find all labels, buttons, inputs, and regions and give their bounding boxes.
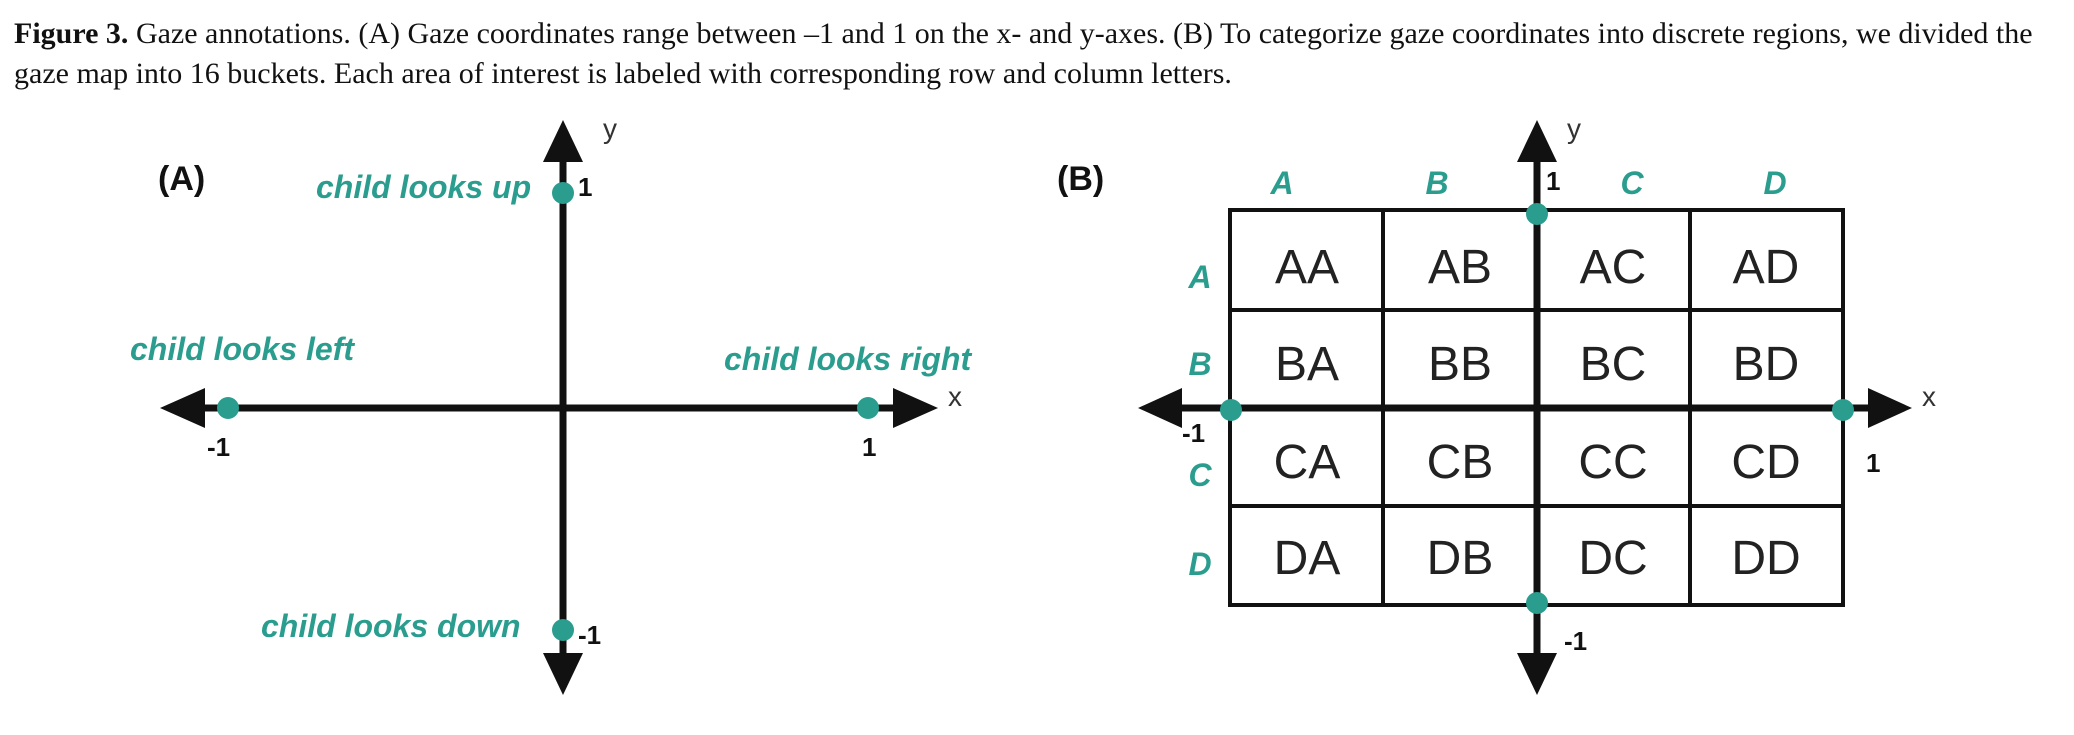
- row-letter-d: D: [1188, 546, 1211, 582]
- column-letter-c: C: [1620, 165, 1644, 201]
- panel-b-x-name: x: [1922, 381, 1936, 412]
- panel-a-point-down: [552, 619, 574, 641]
- cell-label: CD: [1731, 436, 1800, 489]
- panel-b-point-up: [1526, 203, 1548, 225]
- panel-b-tick-left: -1: [1182, 418, 1205, 448]
- column-letter-d: D: [1763, 165, 1786, 201]
- row-letter-a: A: [1187, 259, 1211, 295]
- figure-label: Figure 3.: [14, 17, 129, 50]
- panel-a: (A) y x 1 -1 -1 1 child looks up child l…: [130, 113, 972, 695]
- panel-b-point-left: [1220, 399, 1242, 421]
- cell-label: CA: [1274, 436, 1341, 489]
- panel-a-point-up: [552, 182, 574, 204]
- cell-label: AB: [1428, 241, 1492, 294]
- panel-a-x-arrow-right: [893, 388, 938, 428]
- cell-label: AA: [1275, 241, 1339, 294]
- panel-b-label: (B): [1057, 160, 1104, 198]
- cell-label: BA: [1275, 338, 1339, 391]
- panel-a-point-left: [217, 397, 239, 419]
- label-child-looks-down: child looks down: [261, 608, 521, 644]
- cell-label: CC: [1578, 436, 1647, 489]
- cell-label: BC: [1580, 338, 1647, 391]
- panel-a-y-arrow-down: [543, 653, 583, 695]
- figure-caption: Figure 3. Gaze annotations. (A) Gaze coo…: [14, 14, 2064, 94]
- cell-label: BD: [1733, 338, 1800, 391]
- panel-b-y-arrow-up: [1517, 120, 1557, 162]
- cell-label: AD: [1733, 241, 1800, 294]
- panel-b-tick-right: 1: [1866, 448, 1880, 478]
- panel-a-tick-right: 1: [862, 432, 876, 462]
- row-letter-b: B: [1188, 346, 1211, 382]
- cell-label: DD: [1731, 532, 1800, 585]
- panel-a-x-name: x: [948, 381, 962, 412]
- panel-b: (B) y x 1 -1 -1 1 A B C D: [1057, 113, 1936, 695]
- cell-label: CB: [1427, 436, 1494, 489]
- panel-a-tick-down: -1: [578, 620, 601, 650]
- caption-text: Gaze annotations. (A) Gaze coordinates r…: [14, 17, 2033, 90]
- panel-b-point-down: [1526, 592, 1548, 614]
- panel-a-y-name: y: [603, 113, 617, 144]
- label-child-looks-right: child looks right: [724, 341, 972, 377]
- label-child-looks-left: child looks left: [130, 331, 355, 367]
- panel-a-y-arrow-up: [543, 120, 583, 162]
- cell-label: DA: [1274, 532, 1341, 585]
- panel-a-point-right: [857, 397, 879, 419]
- panel-a-tick-up: 1: [578, 172, 592, 202]
- label-child-looks-up: child looks up: [316, 169, 531, 205]
- panel-b-tick-up: 1: [1546, 166, 1560, 196]
- panel-a-x-arrow-left: [160, 388, 205, 428]
- panel-b-point-right: [1832, 399, 1854, 421]
- panel-b-tick-down: -1: [1564, 626, 1587, 656]
- column-letter-b: B: [1425, 165, 1448, 201]
- column-letter-a: A: [1269, 165, 1293, 201]
- cell-label: BB: [1428, 338, 1492, 391]
- cell-label: AC: [1580, 241, 1647, 294]
- cell-label: DC: [1578, 532, 1647, 585]
- panel-a-label: (A): [158, 160, 205, 198]
- panel-b-y-name: y: [1567, 113, 1581, 144]
- panel-a-tick-left: -1: [207, 432, 230, 462]
- panel-b-x-arrow-right: [1868, 388, 1912, 428]
- cell-label: DB: [1427, 532, 1494, 585]
- panel-b-x-arrow-left: [1138, 388, 1182, 428]
- panel-b-y-arrow-down: [1517, 653, 1557, 695]
- bucket-labels: AA AB AC AD BA BB BC BD CA CB CC CD DA D…: [1274, 241, 1801, 585]
- row-letter-c: C: [1188, 457, 1212, 493]
